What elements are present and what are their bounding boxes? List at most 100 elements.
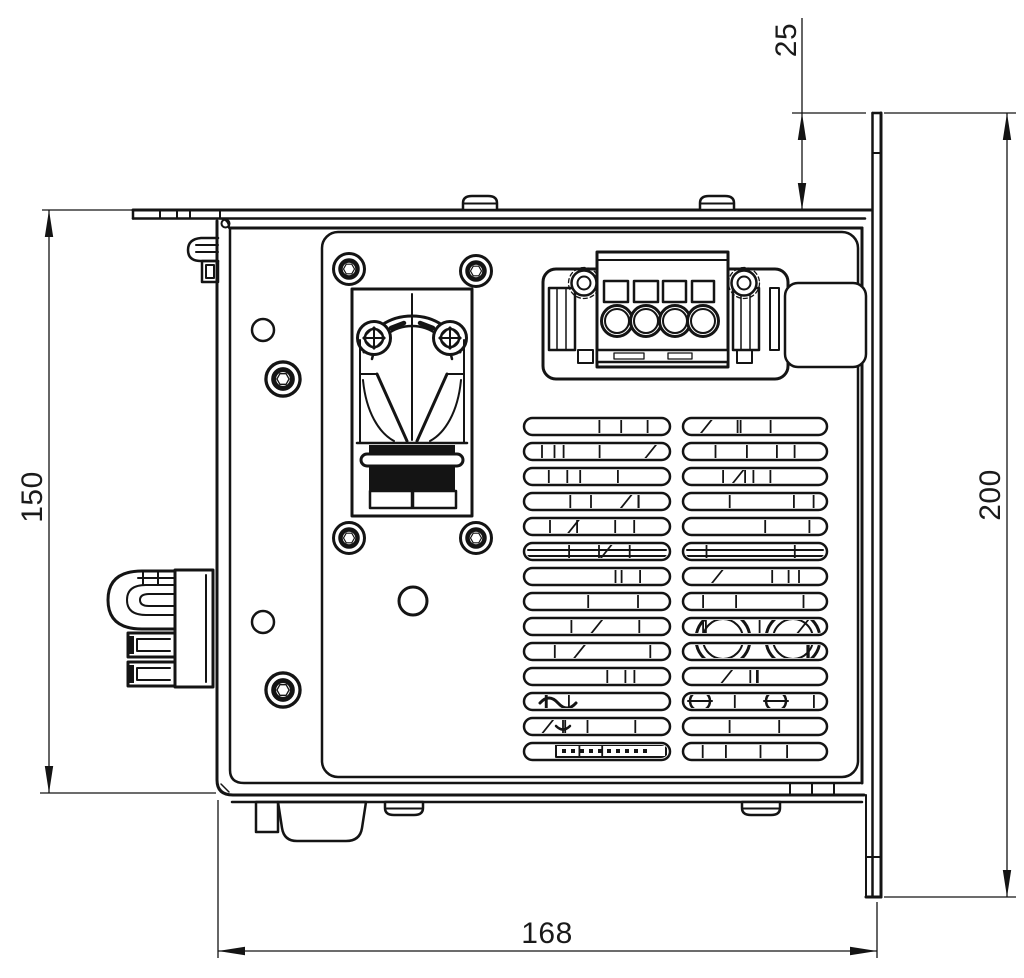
vent-internal-line — [699, 420, 714, 435]
gland-ring — [369, 445, 455, 453]
terminal-port — [658, 304, 692, 338]
vent-internal-line — [720, 668, 734, 685]
vent-slot — [681, 416, 829, 437]
terminal-port — [600, 304, 634, 338]
terminal-screw — [730, 269, 758, 297]
vent-internal-line — [590, 618, 604, 635]
vent-slot — [681, 666, 829, 687]
hinge-pin — [220, 218, 231, 229]
arrowhead-up — [797, 113, 807, 140]
vent-slot — [681, 516, 829, 537]
v-clamp — [375, 372, 409, 443]
vent-slot — [522, 666, 672, 687]
connector-hook — [106, 569, 177, 631]
panel-screw — [461, 523, 492, 554]
front-panel — [320, 230, 860, 779]
terminal-screw — [570, 269, 598, 297]
dimension-label-168: 168 — [521, 917, 573, 950]
panel-screw — [334, 254, 365, 285]
arrowhead-left — [218, 946, 245, 956]
connector-body — [173, 568, 215, 689]
dimension-label-150: 150 — [16, 471, 49, 523]
arrowhead-down — [1002, 870, 1012, 897]
gland-collar — [359, 452, 465, 468]
vent-slot — [522, 541, 672, 562]
vent-slot — [681, 441, 829, 462]
arrowhead-down — [44, 766, 54, 793]
vent-slot — [522, 566, 672, 587]
terminal-port — [629, 304, 663, 338]
vent-internal-line — [710, 568, 725, 585]
vent-slot — [681, 541, 829, 562]
vent-internal-line — [572, 643, 587, 660]
vent-internal-line — [796, 618, 810, 635]
dimension-label-25: 25 — [770, 23, 803, 57]
enclosure-body — [215, 219, 866, 804]
vent-slot — [681, 591, 829, 612]
vent-internal-line — [599, 543, 613, 560]
vent-slot — [681, 616, 829, 637]
arrowhead-up — [1002, 113, 1012, 140]
body-outline — [215, 219, 866, 797]
bottom-mounting-screw — [740, 800, 782, 817]
vent-slot — [522, 716, 672, 737]
arrowhead-right — [850, 946, 877, 956]
vent-internal-line — [643, 443, 658, 460]
panel-hole — [250, 609, 276, 635]
arrowhead-down — [797, 183, 807, 210]
panel-hole — [250, 317, 276, 343]
top-mounting-screw — [698, 194, 736, 212]
vent-slot — [522, 416, 672, 437]
connector-tab — [126, 631, 177, 659]
gland-frame — [350, 287, 474, 518]
clamp-screw — [432, 320, 468, 356]
panel-screw — [334, 523, 365, 554]
bottom-mounting-screw — [383, 800, 425, 817]
dimension-front-height: 150 — [16, 209, 216, 794]
top-cover — [131, 194, 873, 229]
connector-tab — [126, 660, 177, 688]
panel-screw — [461, 256, 492, 287]
vent-slot — [522, 741, 672, 762]
label-plate — [783, 281, 868, 369]
terminal-slot — [690, 279, 716, 304]
vent-slot — [681, 466, 829, 487]
gland-nut — [369, 467, 455, 490]
vent-internal-line — [731, 468, 745, 485]
terminal-slot — [632, 279, 660, 304]
dimension-flange-offset: 25 — [770, 18, 866, 210]
vent-internal-line — [541, 718, 555, 735]
terminal-slot — [602, 279, 630, 304]
pin-header — [555, 744, 667, 758]
panel-screw — [266, 362, 300, 396]
dimension-depth: 168 — [217, 800, 878, 958]
vent-slot — [522, 441, 672, 462]
dimension-overall-height: 200 — [884, 112, 1016, 898]
vent-internal-line — [566, 518, 581, 535]
terminal-slot — [661, 279, 688, 304]
vent-grille — [522, 416, 829, 762]
vent-slot — [522, 591, 672, 612]
terminal-port — [686, 304, 720, 338]
vent-slot — [522, 466, 672, 487]
arrowhead-up — [44, 210, 54, 237]
vent-slot — [681, 741, 829, 762]
top-mounting-screw — [461, 194, 499, 212]
clamp-screw — [356, 320, 392, 356]
vent-slot — [681, 691, 829, 712]
dimension-label-200: 200 — [974, 469, 1007, 521]
mounting-flange — [864, 111, 883, 899]
vent-slot — [522, 641, 672, 662]
terminal-block — [541, 250, 790, 381]
cable-strain-relief — [334, 254, 492, 554]
dc-output-connector — [106, 568, 215, 689]
vent-slot — [522, 491, 672, 512]
wall-latch-clip — [186, 236, 220, 284]
mounting-strip — [250, 317, 300, 707]
vent-slot — [681, 716, 829, 737]
panel-screw — [266, 673, 300, 707]
vent-slot — [681, 566, 829, 587]
panel-hole-center — [397, 585, 429, 617]
